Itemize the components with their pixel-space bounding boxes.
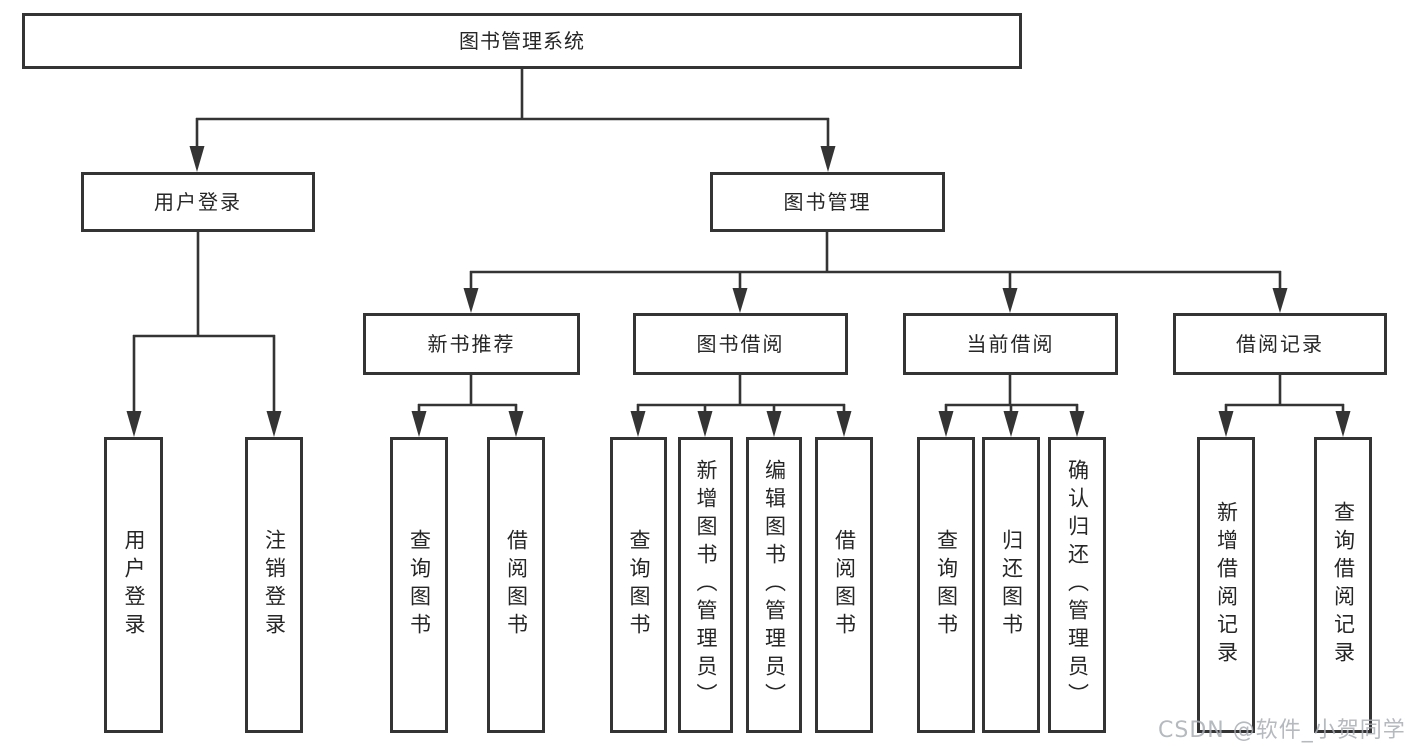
node-borrow-records: 借阅记录 [1173, 313, 1387, 375]
leaf-query-borrow-record: 查询借阅记录 [1314, 437, 1372, 733]
leaf-borrow-books: 借阅图书 [815, 437, 873, 733]
leaf-logout: 注销登录 [245, 437, 303, 733]
node-library-management-system: 图书管理系统 [22, 13, 1022, 69]
node-book-management: 图书管理 [710, 172, 945, 232]
leaf-return-books: 归还图书 [982, 437, 1040, 733]
leaf-user-login: 用户登录 [104, 437, 163, 733]
leaf-query-books-current: 查询图书 [917, 437, 975, 733]
leaf-query-books-borrow: 查询图书 [610, 437, 667, 733]
leaf-query-books-recommend: 查询图书 [390, 437, 448, 733]
node-current-borrow: 当前借阅 [903, 313, 1118, 375]
leaf-borrow-books-recommend: 借阅图书 [487, 437, 545, 733]
node-book-borrow: 图书借阅 [633, 313, 848, 375]
csdn-watermark: CSDN @软件_小贺同学 [1158, 718, 1405, 743]
node-user-login: 用户登录 [81, 172, 315, 232]
leaf-add-books-admin: 新增图书（管理员） [678, 437, 733, 733]
node-new-book-recommend: 新书推荐 [363, 313, 580, 375]
leaf-add-borrow-record: 新增借阅记录 [1197, 437, 1255, 733]
leaf-edit-books-admin: 编辑图书（管理员） [746, 437, 802, 733]
leaf-confirm-return-admin: 确认归还（管理员） [1048, 437, 1106, 733]
